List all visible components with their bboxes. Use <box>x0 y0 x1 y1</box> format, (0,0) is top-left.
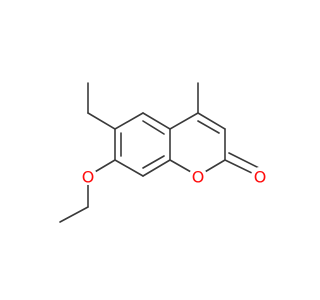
bond-c4a-c4 <box>169 112 199 130</box>
ether-oxygen-atom: O <box>79 167 97 187</box>
bond-c4-c3-inner <box>197 120 220 134</box>
molecule-canvas: O O O <box>59 82 269 223</box>
bond-c4a-c5 <box>142 112 171 130</box>
bond-c8-c8a <box>142 159 171 177</box>
bond-c4-c3 <box>197 112 226 130</box>
bond-c4a-c5-inner <box>142 120 165 135</box>
ring-oxygen-atom: O <box>189 167 207 187</box>
ether-oxygen-label: O <box>82 168 95 187</box>
carbonyl-oxygen-label: O <box>254 168 267 187</box>
atom-layer: O O O <box>79 167 269 187</box>
molecule-structure: O O O <box>59 82 269 223</box>
bond-layer <box>59 82 262 223</box>
ring-oxygen-label: O <box>192 168 205 187</box>
bond-c7-c8 <box>114 159 144 177</box>
bond-ch2-ch3-ethoxy <box>59 206 89 223</box>
bond-c2-o-carbonyl-double <box>228 152 262 170</box>
bond-c6-ch2 <box>87 112 116 130</box>
bond-c5-c6 <box>114 112 144 130</box>
carbonyl-oxygen-atom: O <box>251 167 269 187</box>
bond-c8-c8a-inner <box>142 155 165 169</box>
